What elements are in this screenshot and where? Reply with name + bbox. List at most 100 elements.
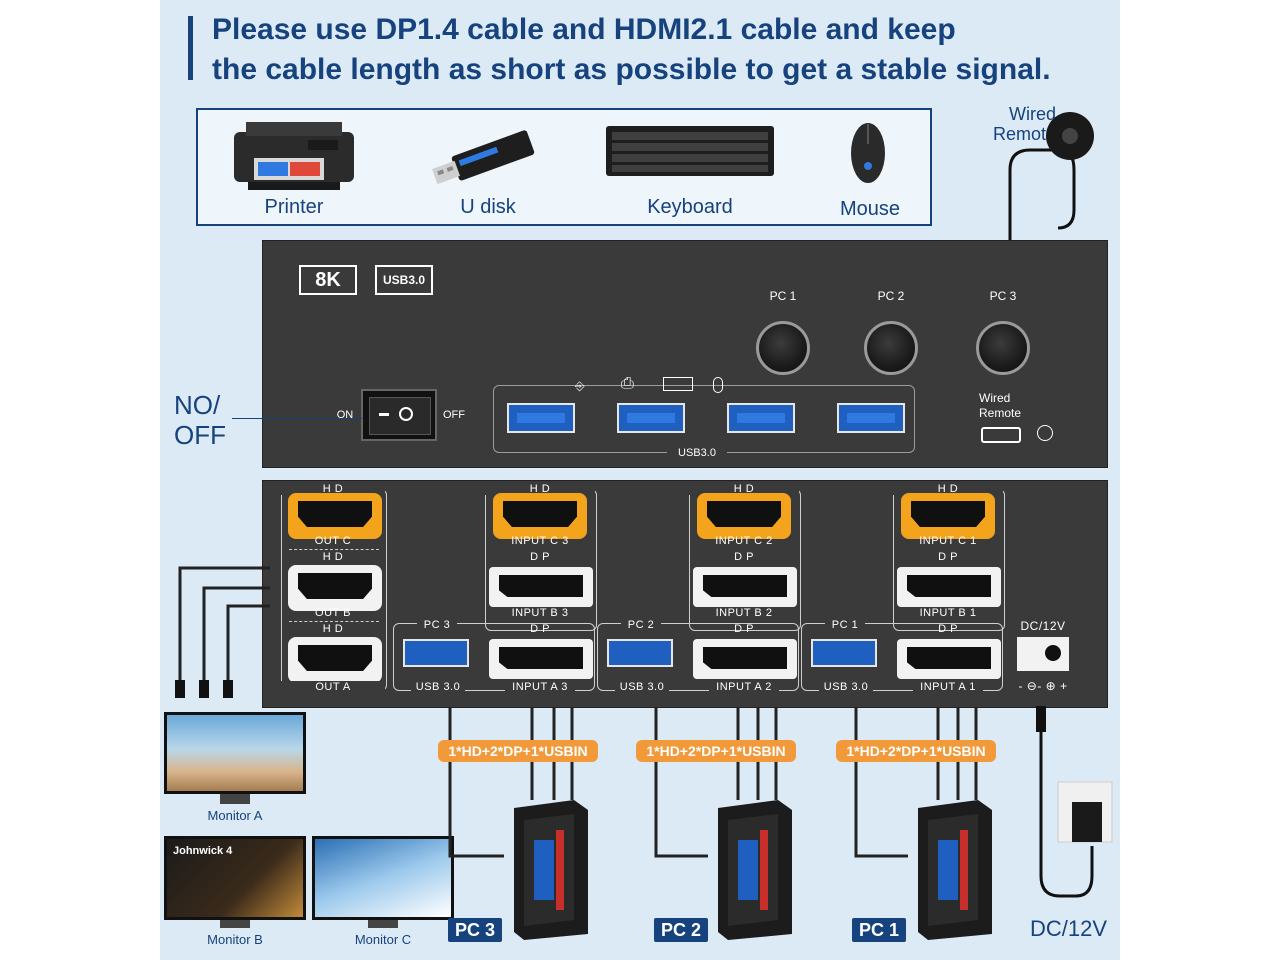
output-cables xyxy=(175,566,270,698)
monitor-b-screen-text: Johnwick 4 xyxy=(173,845,233,857)
front-printer-icon: ⎙ xyxy=(621,375,634,392)
monitor-a-label: Monitor A xyxy=(207,808,263,823)
input-b3-dp-port[interactable] xyxy=(489,567,593,607)
front-mouse-icon xyxy=(713,377,723,393)
monitor-c-label: Monitor C xyxy=(354,932,412,947)
input-c3-label: INPUT C 3 xyxy=(511,535,569,547)
pc1-input-label: PC 1 xyxy=(825,619,865,631)
pc1-input-group xyxy=(801,623,1003,691)
input-b3-label: INPUT B 3 xyxy=(511,607,569,619)
no-off-pointer-line xyxy=(232,418,362,419)
product-infographic: Please use DP1.4 cable and HDMI2.1 cable… xyxy=(160,0,1120,960)
remote-port[interactable] xyxy=(981,427,1021,443)
out-b-hdmi-port[interactable] xyxy=(288,565,382,611)
printer-icon xyxy=(234,122,354,190)
front-usb-port-2[interactable] xyxy=(617,403,685,433)
power-switch[interactable] xyxy=(361,389,437,441)
input-a2-label: INPUT A 2 xyxy=(709,681,779,693)
pc3-input-group xyxy=(393,623,595,691)
monitor-b-screen: Johnwick 4 xyxy=(164,836,306,920)
out-c-hdmi-port[interactable] xyxy=(288,493,382,539)
front-usb-port-4[interactable] xyxy=(837,403,905,433)
pc2-button-label: PC 2 xyxy=(877,289,905,303)
pc2-usb-label: USB 3.0 xyxy=(615,681,669,693)
out-c-label: OUT C xyxy=(314,535,352,547)
out-a-hdmi-port[interactable] xyxy=(288,637,382,683)
input-c1-hdmi-port[interactable] xyxy=(901,493,995,539)
front-usb-caption: USB3.0 xyxy=(667,447,727,459)
mouse-icon xyxy=(851,123,885,183)
remote-port-label: Wired Remote xyxy=(979,391,1022,420)
out-a-label: OUT A xyxy=(281,681,385,693)
peripherals-panel: Printer U disk Keyboard xyxy=(196,108,932,226)
input-a3-dp-port[interactable] xyxy=(489,639,593,679)
input-c2-hdmi-port[interactable] xyxy=(697,493,791,539)
dc-power-port[interactable] xyxy=(1017,637,1069,671)
pc1-tower-icon xyxy=(918,800,992,940)
out-a-hd-label: H D xyxy=(322,623,344,635)
input-a3-label: INPUT A 3 xyxy=(505,681,575,693)
monitor-b-label: Monitor B xyxy=(207,932,263,947)
pc1-button-label: PC 1 xyxy=(769,289,797,303)
pc1-usb-port[interactable] xyxy=(811,639,877,667)
input-b1-dp-port[interactable] xyxy=(897,567,1001,607)
usb-drive-icon xyxy=(432,130,535,185)
kvm-back-panel: H D OUT C H D OUT B H D OUT A H D INPUT … xyxy=(262,480,1108,708)
pc1-label: PC 1 xyxy=(852,918,906,942)
input-c1-label: INPUT C 1 xyxy=(919,535,977,547)
headline-line-2: the cable length as short as possible to… xyxy=(212,53,1051,86)
front-usb-port-1[interactable] xyxy=(507,403,575,433)
pc2-cable-badge: 1*HD+2*DP+1*USBIN xyxy=(636,740,796,762)
input-b2-label: INPUT B 2 xyxy=(715,607,773,619)
pc1-cable-badge: 1*HD+2*DP+1*USBIN xyxy=(836,740,996,762)
badge-8k: 8K xyxy=(299,265,357,295)
pc1-switch-button[interactable] xyxy=(756,321,810,375)
peripheral-label-mouse: Mouse xyxy=(839,198,901,220)
pc3-cable-badge: 1*HD+2*DP+1*USBIN xyxy=(438,740,598,762)
monitor-c-screen xyxy=(312,836,454,920)
input-c2-label: INPUT C 2 xyxy=(715,535,773,547)
out-b-label: OUT B xyxy=(315,607,351,619)
input-b1-label: INPUT B 1 xyxy=(919,607,977,619)
front-keyboard-icon xyxy=(663,377,693,391)
peripheral-label-usb-drive: U disk xyxy=(460,196,516,218)
peripheral-label-keyboard: Keyboard xyxy=(647,196,733,218)
pc2-usb-port[interactable] xyxy=(607,639,673,667)
switch-off-label: OFF xyxy=(443,409,465,421)
out-b-hd-label: H D xyxy=(322,551,344,563)
pc2-input-label: PC 2 xyxy=(621,619,661,631)
keyboard-icon xyxy=(606,126,774,176)
front-usb-port-3[interactable] xyxy=(727,403,795,433)
pc3-switch-button[interactable] xyxy=(976,321,1030,375)
pc1-usb-label: USB 3.0 xyxy=(819,681,873,693)
input-a2-dp-port[interactable] xyxy=(693,639,797,679)
dc-polarity-label: - ⊖- ⊕ + xyxy=(1018,679,1068,693)
power-label: DC/12V xyxy=(1030,916,1108,941)
input-a1-label: INPUT A 1 xyxy=(913,681,983,693)
switch-on-label: ON xyxy=(336,409,354,421)
input-c3-hdmi-port[interactable] xyxy=(493,493,587,539)
pc2-input-group xyxy=(597,623,799,691)
pc3-usb-port[interactable] xyxy=(403,639,469,667)
badge-usb: USB3.0 xyxy=(375,265,433,295)
input-a1-dp-port[interactable] xyxy=(897,639,1001,679)
pc3-button-label: PC 3 xyxy=(989,289,1017,303)
pc2-label: PC 2 xyxy=(654,918,708,942)
dc-port-label: DC/12V xyxy=(1020,619,1066,633)
remote-port-symbol-icon xyxy=(1037,425,1053,441)
pc3-input-label: PC 3 xyxy=(417,619,457,631)
input-b2-dp-port[interactable] xyxy=(693,567,797,607)
no-off-label: NO/ OFF xyxy=(174,390,226,450)
wired-remote-label: Wired Remote xyxy=(992,104,1056,144)
headline: Please use DP1.4 cable and HDMI2.1 cable… xyxy=(212,10,1112,90)
pc3-tower-icon xyxy=(514,800,588,940)
pc3-usb-label: USB 3.0 xyxy=(411,681,465,693)
out-c-hd-label: H D xyxy=(281,483,385,495)
headline-accent-bar xyxy=(188,16,193,80)
pc2-tower-icon xyxy=(718,800,792,940)
monitor-a-screen xyxy=(164,712,306,794)
pc2-switch-button[interactable] xyxy=(864,321,918,375)
power-adapter-icon xyxy=(1036,706,1113,898)
pc3-label: PC 3 xyxy=(448,918,502,942)
headline-line-1: Please use DP1.4 cable and HDMI2.1 cable… xyxy=(212,13,956,46)
